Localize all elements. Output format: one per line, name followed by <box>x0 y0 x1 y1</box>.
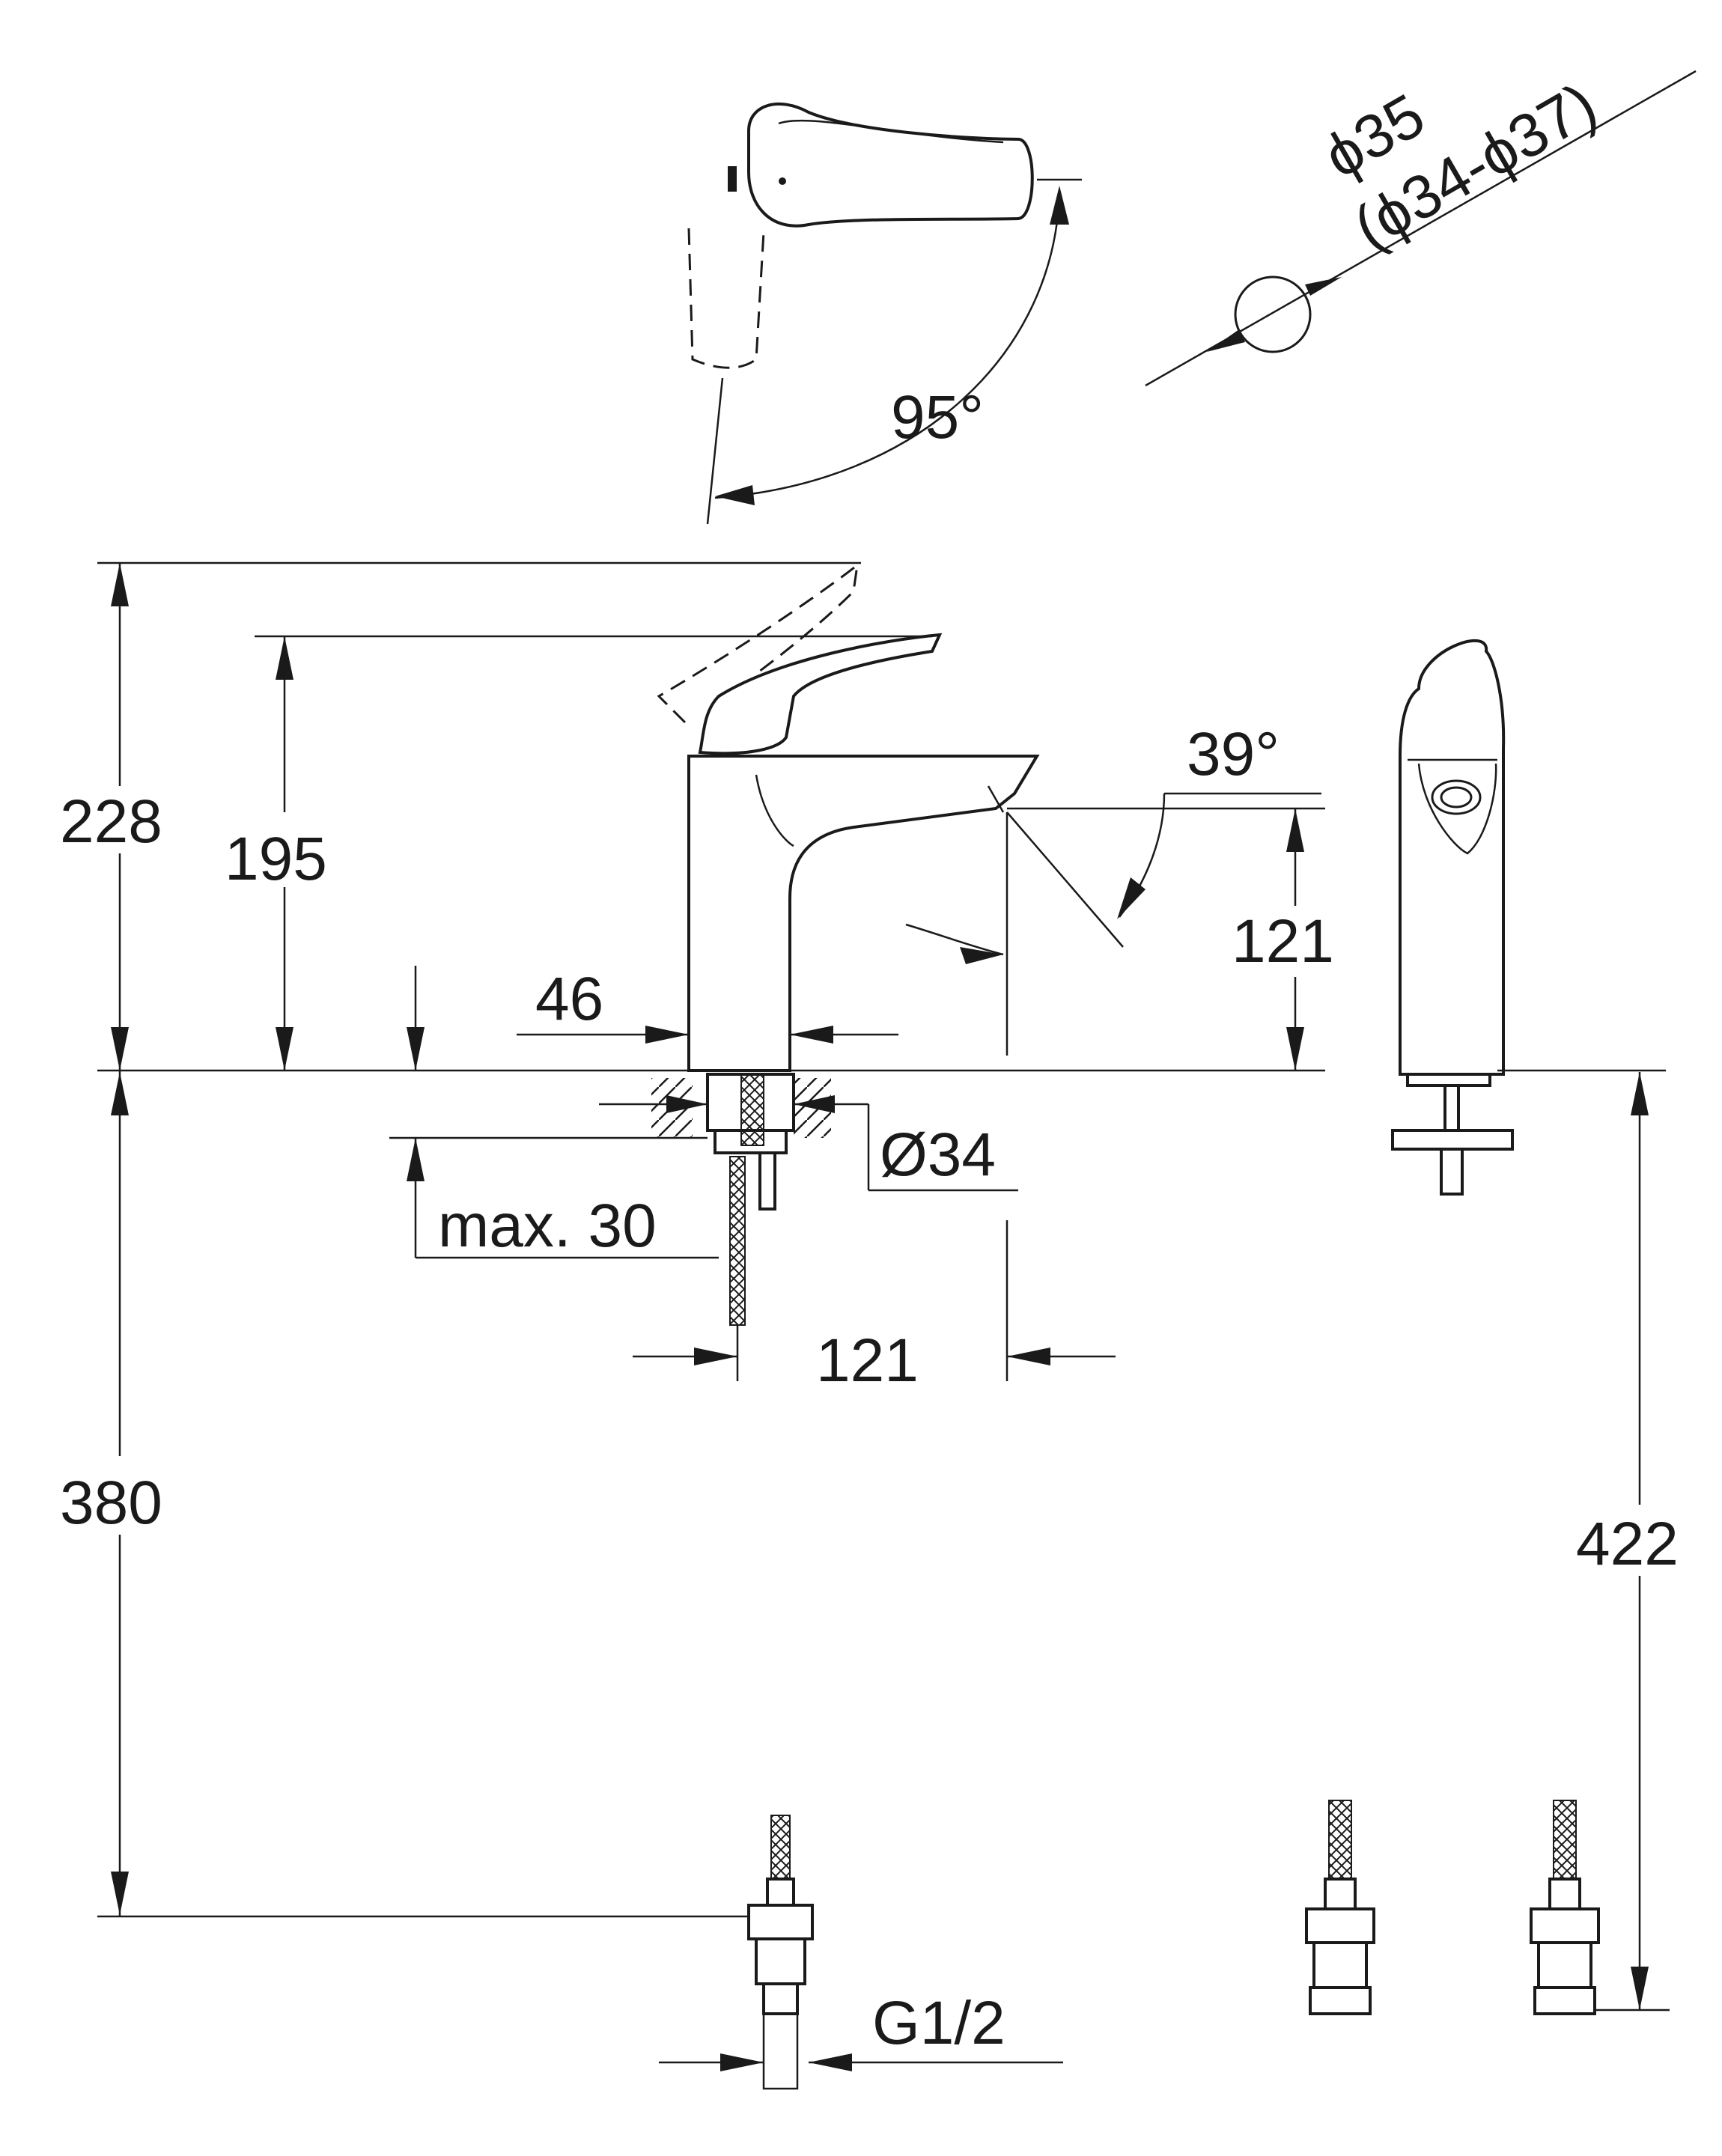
spout-height-arrow-top <box>1286 808 1304 852</box>
dim-195-arrow-bottom <box>276 1027 293 1071</box>
proj-arrow-right <box>1007 1348 1050 1365</box>
side-dimensions: 228 195 46 Ø34 max. 30 <box>60 561 1334 2071</box>
angle-arc-left <box>905 923 1004 956</box>
projection-label: 121 <box>816 1327 919 1395</box>
dim-46-arrow-right <box>790 1026 833 1044</box>
supply-hose <box>729 1156 746 1326</box>
height-body-label: 195 <box>225 825 327 893</box>
spout-angle-label: 39° <box>1187 720 1280 788</box>
max-deck-label: max. 30 <box>438 1192 657 1260</box>
front-spout-recess <box>1417 763 1497 855</box>
thread-arrow-left <box>720 2053 764 2071</box>
hose-fitting-right-2 <box>1530 1800 1600 2015</box>
top-view: 95° <box>687 102 1082 525</box>
deck-marker-arrow <box>407 1027 425 1071</box>
threaded-rod <box>758 1151 776 1211</box>
hole-arrow-left <box>1207 329 1245 352</box>
max30-arrow <box>407 1138 425 1181</box>
handle-indicator <box>728 166 737 192</box>
spout-angle-line <box>1006 811 1124 948</box>
angle-arrow-right <box>1117 877 1146 919</box>
rotation-reference-line <box>706 377 724 525</box>
dim-380-arrow-top <box>111 1072 129 1115</box>
front-rod-bottom <box>1440 1148 1464 1196</box>
front-aerator-outer <box>1431 779 1482 815</box>
dim-195-arrow-top <box>276 636 293 680</box>
aerator-edge <box>987 785 1005 813</box>
handle-top-outline <box>747 102 1034 228</box>
rotation-arrow-up <box>1050 186 1069 225</box>
thread-label: G1/2 <box>872 1989 1005 2057</box>
front-rod <box>1443 1084 1460 1132</box>
side-view-faucet <box>651 562 1040 1326</box>
lever-raised-dashed <box>657 562 860 742</box>
front-body <box>1399 639 1506 1076</box>
dim-422-arrow-top <box>1631 1072 1649 1115</box>
hole-diameter-detail: ϕ35 (ϕ34-ϕ37) <box>1145 70 1697 387</box>
base-width-label: 46 <box>535 965 603 1033</box>
thread-arrow-right <box>809 2053 852 2071</box>
dim-46-arrow-left <box>645 1026 689 1044</box>
front-view-faucet: 422 <box>1391 639 1679 2012</box>
faucet-body <box>687 755 1040 1072</box>
hose-fitting-left <box>747 1815 814 2090</box>
dim-228-arrow-bottom <box>111 1027 129 1071</box>
angle-arrow-left <box>960 947 1003 964</box>
dim-380-arrow-bottom <box>111 1872 129 1915</box>
front-plate <box>1391 1129 1514 1151</box>
dim-422-arrow-bottom <box>1631 1967 1649 2010</box>
swivel-angle-label: 95° <box>891 383 984 451</box>
spout-height-arrow-bottom <box>1286 1027 1304 1071</box>
front-base <box>1406 1073 1491 1087</box>
rotation-arc <box>714 190 1061 499</box>
body-contour <box>755 774 794 847</box>
hose-fitting-right-1 <box>1305 1800 1375 2015</box>
hole-circle <box>1234 275 1312 353</box>
connection-height-label: 422 <box>1576 1510 1679 1578</box>
dim-34-arrow-right <box>794 1095 835 1113</box>
height-total-label: 228 <box>60 788 162 856</box>
hole-diameter-label: Ø34 <box>880 1121 996 1189</box>
dim-34-arrow-left <box>666 1095 708 1113</box>
hole-arrow-right <box>1305 277 1342 296</box>
proj-arrow-left <box>694 1348 737 1365</box>
lever-handle <box>698 633 943 755</box>
handle-top-edge <box>778 119 1004 144</box>
dim-228-arrow-top <box>111 563 129 606</box>
handle-rotated-dashed <box>687 228 765 369</box>
hose-length-label: 380 <box>60 1469 162 1537</box>
handle-dot <box>779 177 786 185</box>
front-aerator-inner <box>1440 786 1473 808</box>
spout-height-label: 121 <box>1232 907 1334 975</box>
supply-hose-top <box>740 1074 764 1146</box>
rotation-arrow-left <box>715 485 755 505</box>
